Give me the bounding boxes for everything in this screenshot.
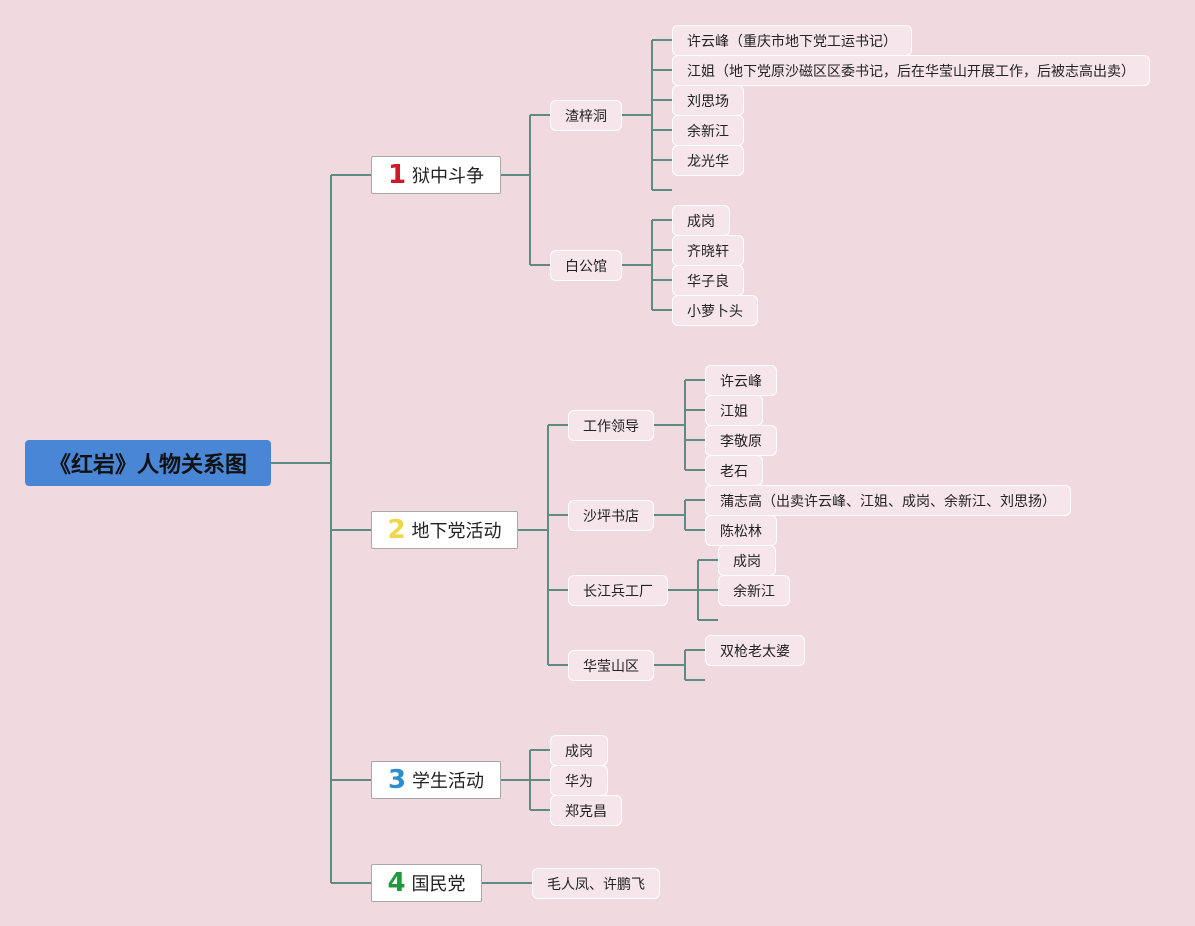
person-node[interactable]: 郑克昌 bbox=[550, 795, 622, 826]
person-node[interactable]: 许云峰（重庆市地下党工运书记） bbox=[672, 25, 912, 56]
person-node[interactable]: 陈松林 bbox=[705, 515, 777, 546]
person-node[interactable]: 成岗 bbox=[672, 205, 730, 236]
branch-underground-party[interactable]: 2 地下党活动 bbox=[371, 511, 518, 549]
group-zhaziDong[interactable]: 渣梓洞 bbox=[550, 100, 622, 131]
branch-label: 地下党活动 bbox=[411, 521, 502, 542]
person-node[interactable]: 龙光华 bbox=[672, 145, 744, 176]
person-node[interactable]: 李敬原 bbox=[705, 425, 777, 456]
branch-number: 1 bbox=[387, 160, 407, 190]
person-node[interactable]: 双枪老太婆 bbox=[705, 635, 805, 666]
person-node[interactable]: 小萝卜头 bbox=[672, 295, 758, 326]
group-baigongguan[interactable]: 白公馆 bbox=[550, 250, 622, 281]
person-node[interactable]: 华为 bbox=[550, 765, 608, 796]
person-node[interactable]: 成岗 bbox=[718, 545, 776, 576]
person-node[interactable]: 余新江 bbox=[718, 575, 790, 606]
person-node[interactable]: 许云峰 bbox=[705, 365, 777, 396]
person-node[interactable]: 老石 bbox=[705, 455, 763, 486]
branch-kmt[interactable]: 4 国民党 bbox=[371, 864, 482, 902]
root-title[interactable]: 《红岩》人物关系图 bbox=[25, 440, 271, 486]
branch-student-activity[interactable]: 3 学生活动 bbox=[371, 761, 501, 799]
branch-label: 学生活动 bbox=[412, 771, 485, 792]
branch-number: 3 bbox=[387, 765, 407, 795]
person-node[interactable]: 华子良 bbox=[672, 265, 744, 296]
branch-number: 2 bbox=[387, 515, 406, 545]
person-node[interactable]: 齐晓轩 bbox=[672, 235, 744, 266]
group-work-leaders[interactable]: 工作领导 bbox=[568, 410, 654, 441]
person-node[interactable]: 江姐（地下党原沙磁区区委书记，后在华莹山开展工作，后被志高出卖） bbox=[672, 55, 1150, 86]
group-arsenal[interactable]: 长江兵工厂 bbox=[568, 575, 668, 606]
branch-label: 国民党 bbox=[411, 874, 466, 895]
person-node[interactable]: 毛人凤、许鹏飞 bbox=[532, 868, 660, 899]
group-shaping-bookstore[interactable]: 沙坪书店 bbox=[568, 500, 654, 531]
person-node[interactable]: 蒲志高（出卖许云峰、江姐、成岗、余新江、刘思扬） bbox=[705, 485, 1071, 516]
group-mountain-area[interactable]: 华莹山区 bbox=[568, 650, 654, 681]
person-node[interactable]: 成岗 bbox=[550, 735, 608, 766]
person-node[interactable]: 余新江 bbox=[672, 115, 744, 146]
person-node[interactable]: 刘思场 bbox=[672, 85, 744, 116]
person-node[interactable]: 江姐 bbox=[705, 395, 763, 426]
branch-label: 狱中斗争 bbox=[412, 166, 485, 187]
branch-prison-struggle[interactable]: 1 狱中斗争 bbox=[371, 156, 501, 194]
branch-number: 4 bbox=[387, 868, 406, 898]
